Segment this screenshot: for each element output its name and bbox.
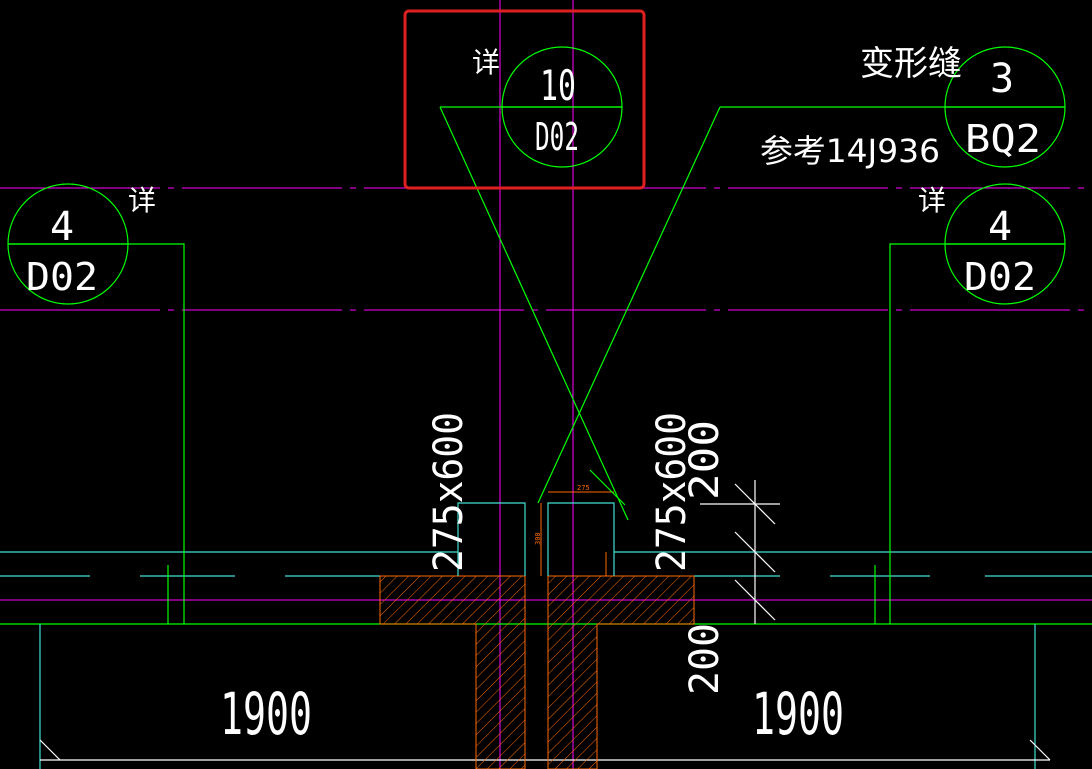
left-beam-size-label: 275x600 [426,412,472,572]
dimension-ticks [39,480,1051,761]
callout-top-right[interactable] [944,46,1066,168]
callout-left-sheet: D02 [26,255,98,299]
dimension-275-small: 275 [577,484,590,492]
callout-right-prefix: 详 [918,184,946,217]
slab-left-width-label: 1900 [220,680,312,748]
callout-top-right-sheet: BQ2 [965,117,1041,161]
callout-top-center-number: 10 [540,61,576,110]
callout-top-center-prefix: 详 [472,46,500,79]
dimension-200-upper: 200 [682,420,728,500]
callout-top-right-prefix: 变形缝 [860,44,962,84]
selection-highlight-box[interactable] [403,9,646,190]
callout-top-center-sheet: D02 [535,115,579,159]
right-beam-size-label: 275x600 [649,412,695,572]
dimension-200-lower: 200 [682,623,728,695]
callout-left-prefix: 详 [128,184,156,217]
callout-right-sheet: D02 [964,255,1036,299]
expansion-joint-reference: 参考14J936 [760,132,940,170]
dimension-300-small: 300 [534,532,542,545]
slab-right-width-label: 1900 [752,680,844,748]
callout-left-number: 4 [50,204,74,250]
beam-outlines [457,491,615,576]
callout-left[interactable] [7,183,129,305]
callout-right[interactable] [944,183,1066,305]
callout-top-center[interactable] [501,46,623,168]
slab-lines [0,551,1092,769]
callout-right-number: 4 [988,204,1012,250]
callout-top-right-number: 3 [990,56,1014,102]
